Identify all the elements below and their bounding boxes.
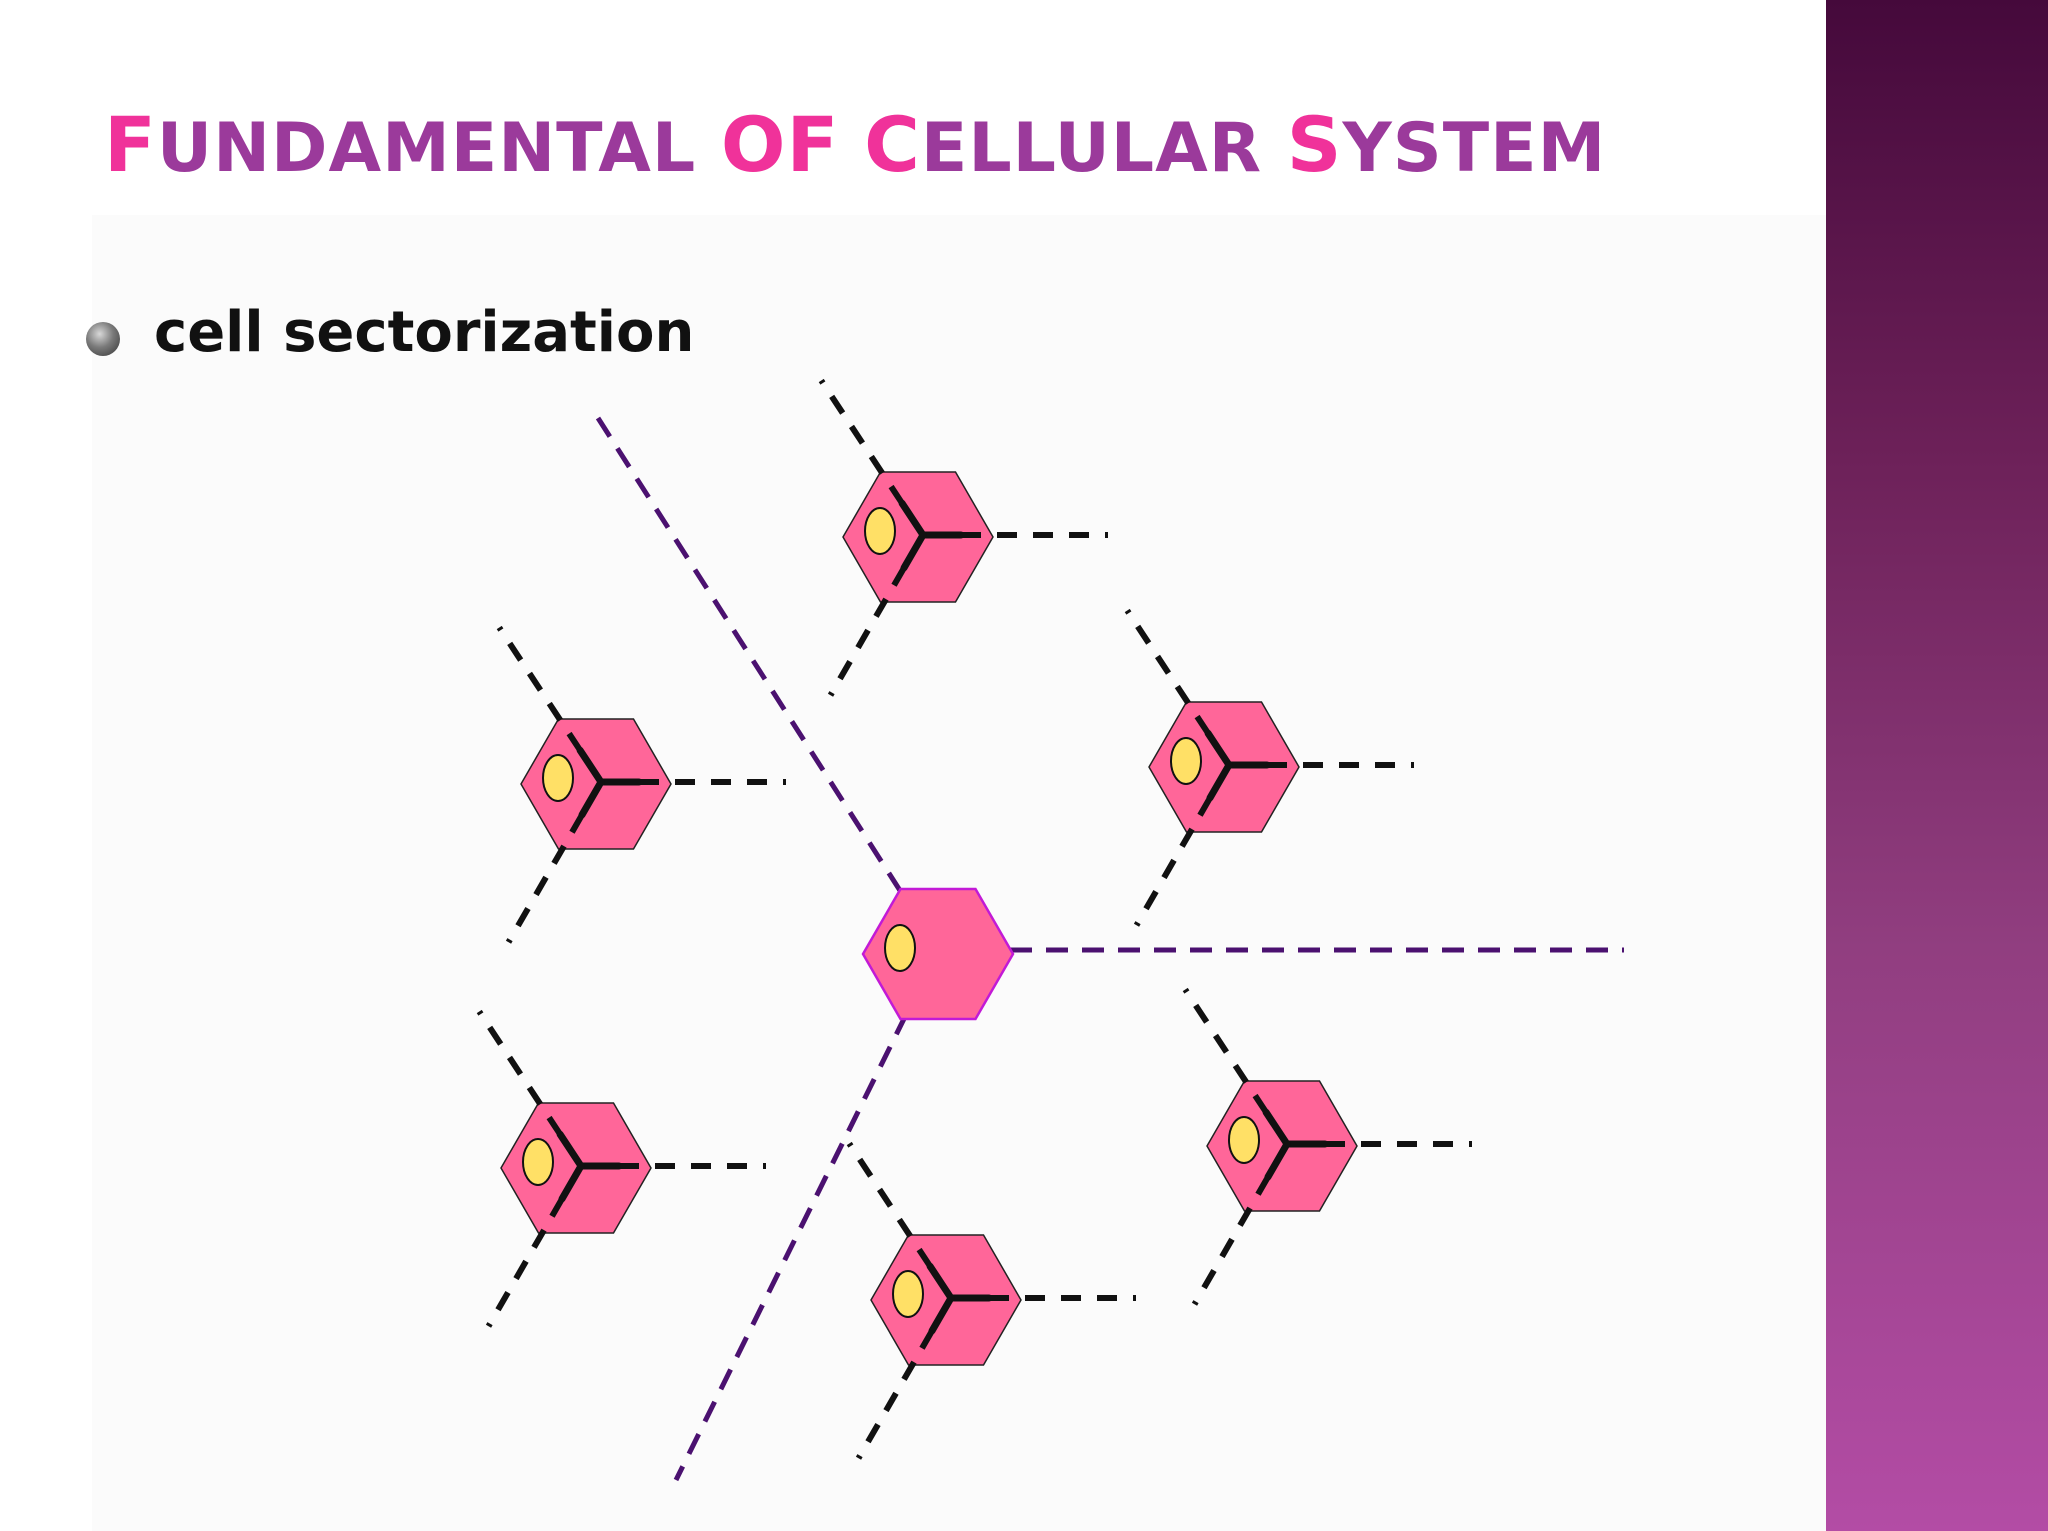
sector-dashed-line	[1191, 1175, 1271, 1306]
base-station-icon	[864, 507, 896, 555]
cell-site	[861, 887, 1015, 1021]
bullet-text: cell sectorization	[154, 300, 695, 365]
antenna-sector-line	[900, 531, 927, 572]
slide-title: FUNDAMENTAL OF CELLULAR SYSTEM	[104, 100, 1606, 189]
antenna-sector-line	[1206, 761, 1233, 802]
title-cap: S	[1286, 100, 1343, 189]
antenna-sector-line	[898, 499, 927, 539]
cell-site	[1124, 608, 1414, 927]
hexagon-cell	[861, 887, 1015, 1021]
sector-dashed-line	[505, 813, 585, 944]
base-station-icon	[542, 754, 574, 802]
sector-dashed-line	[846, 1141, 933, 1268]
sector-dashed-line	[818, 378, 905, 505]
antenna-sector-line	[556, 1130, 585, 1170]
title-cap: C	[864, 100, 921, 189]
antenna-sector-line	[558, 1162, 585, 1203]
cell-site	[1182, 987, 1472, 1306]
base-station-icon	[1228, 1116, 1260, 1164]
base-station-icon	[1170, 737, 1202, 785]
sector-dashed-line	[496, 625, 583, 752]
sector-dashed-line	[476, 1009, 563, 1136]
sector-dashed-line	[855, 1329, 935, 1460]
sector-dashed-line	[1133, 796, 1213, 927]
base-station-icon	[884, 924, 916, 972]
antenna-sector-line	[576, 746, 605, 786]
sector-dashed-line	[1182, 987, 1269, 1114]
cell-group	[476, 378, 1472, 1460]
sector-boundary-line	[673, 948, 941, 1482]
antenna-sector-line	[926, 1262, 955, 1302]
antenna-sector-line	[1264, 1140, 1291, 1181]
title-cap: F	[104, 100, 157, 189]
cell-site	[846, 1141, 1136, 1460]
base-station-icon	[892, 1270, 924, 1318]
cell-site	[476, 1009, 766, 1328]
antenna-sector-line	[578, 778, 605, 819]
cell-site	[496, 625, 786, 944]
cell-site	[818, 378, 1108, 697]
sector-dashed-line	[827, 566, 907, 697]
antenna-sector-line	[928, 1294, 955, 1335]
antenna-sector-line	[1204, 729, 1233, 769]
title-text: ELLULAR	[920, 109, 1287, 188]
title-text: YSTEM	[1342, 109, 1607, 188]
base-station-icon	[522, 1138, 554, 1186]
title-text: UNDAMENTAL	[156, 109, 721, 188]
sector-dashed-line	[485, 1197, 565, 1328]
sector-boundaries	[595, 416, 1624, 1482]
sector-dashed-line	[1124, 608, 1211, 735]
title-cap: OF	[720, 100, 840, 189]
side-decoration-panel	[1826, 0, 2048, 1531]
antenna-sector-line	[1262, 1108, 1291, 1148]
bullet-icon	[86, 322, 120, 356]
